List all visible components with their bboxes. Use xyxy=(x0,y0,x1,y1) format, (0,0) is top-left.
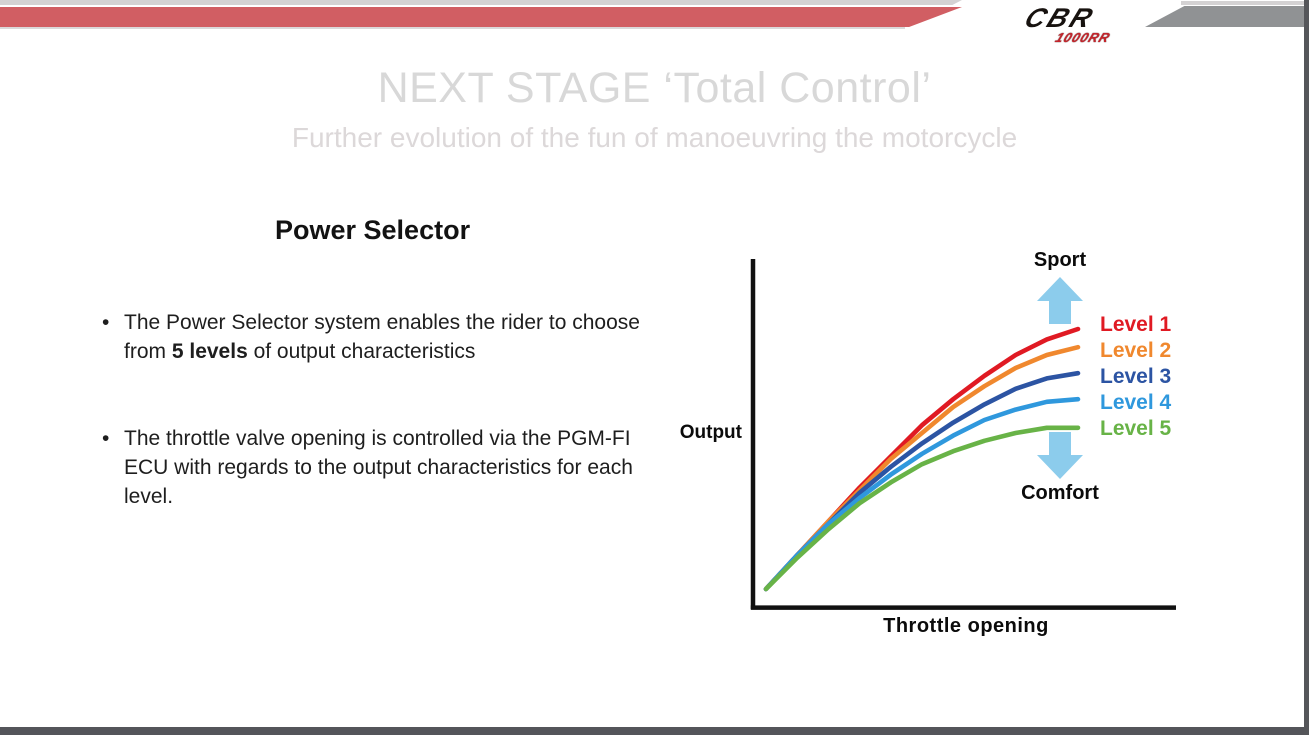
legend-item-level-2: Level 2 xyxy=(1100,339,1172,362)
bullet-list: The Power Selector system enables the ri… xyxy=(100,308,640,511)
header-red-bar xyxy=(0,7,962,27)
sport-annotation: Sport xyxy=(1033,249,1087,271)
comfort-down-arrow-icon xyxy=(1037,432,1083,479)
bottom-border-bar xyxy=(0,727,1309,735)
legend-item-level-5: Level 5 xyxy=(1100,417,1172,440)
bullet-item-1: The Power Selector system enables the ri… xyxy=(100,308,640,366)
bullet-item-2: The throttle valve opening is controlled… xyxy=(100,424,640,511)
header-red-bar-underline xyxy=(0,27,905,29)
logo-model-text: 1000RR xyxy=(1053,30,1113,45)
header-top-strip xyxy=(0,0,962,5)
header-gray-wedge xyxy=(1145,6,1309,27)
chart-legend: Level 1 Level 2 Level 3 Level 4 Level 5 xyxy=(1100,312,1171,442)
legend-item-level-3: Level 3 xyxy=(1100,365,1172,388)
right-border-bar xyxy=(1304,0,1309,735)
bullet-2-text: The throttle valve opening is controlled… xyxy=(124,427,633,508)
sport-up-arrow-icon xyxy=(1037,277,1083,324)
x-axis-label: Throttle opening xyxy=(883,615,1049,637)
legend-item-level-4: Level 4 xyxy=(1100,391,1172,414)
bullet-1-text: The Power Selector system enables the ri… xyxy=(124,311,640,363)
slide-subtitle: Further evolution of the fun of manoeuvr… xyxy=(291,122,1018,153)
bullet-1-bold-text: 5 levels xyxy=(171,340,248,363)
curve-level-1 xyxy=(763,326,1081,592)
chart-curves xyxy=(763,326,1081,592)
legend-item-level-1: Level 1 xyxy=(1100,313,1172,336)
logo-brand-text: CBR xyxy=(1020,3,1100,33)
chart-axes xyxy=(750,259,1176,610)
y-axis-label: Output xyxy=(679,422,742,443)
comfort-annotation: Comfort xyxy=(1021,482,1099,504)
cbr-logo: CBR 1000RR xyxy=(980,3,1140,45)
header-top-strip-right xyxy=(1181,1,1309,5)
bullet-1-text-tail: of output characteristics xyxy=(247,340,476,363)
slide-title: NEXT STAGE ‘Total Control’ xyxy=(377,64,932,112)
curve-level-4 xyxy=(763,396,1081,592)
power-selector-chart xyxy=(750,259,1176,610)
curve-level-5 xyxy=(763,425,1081,592)
section-heading: Power Selector xyxy=(275,215,471,245)
